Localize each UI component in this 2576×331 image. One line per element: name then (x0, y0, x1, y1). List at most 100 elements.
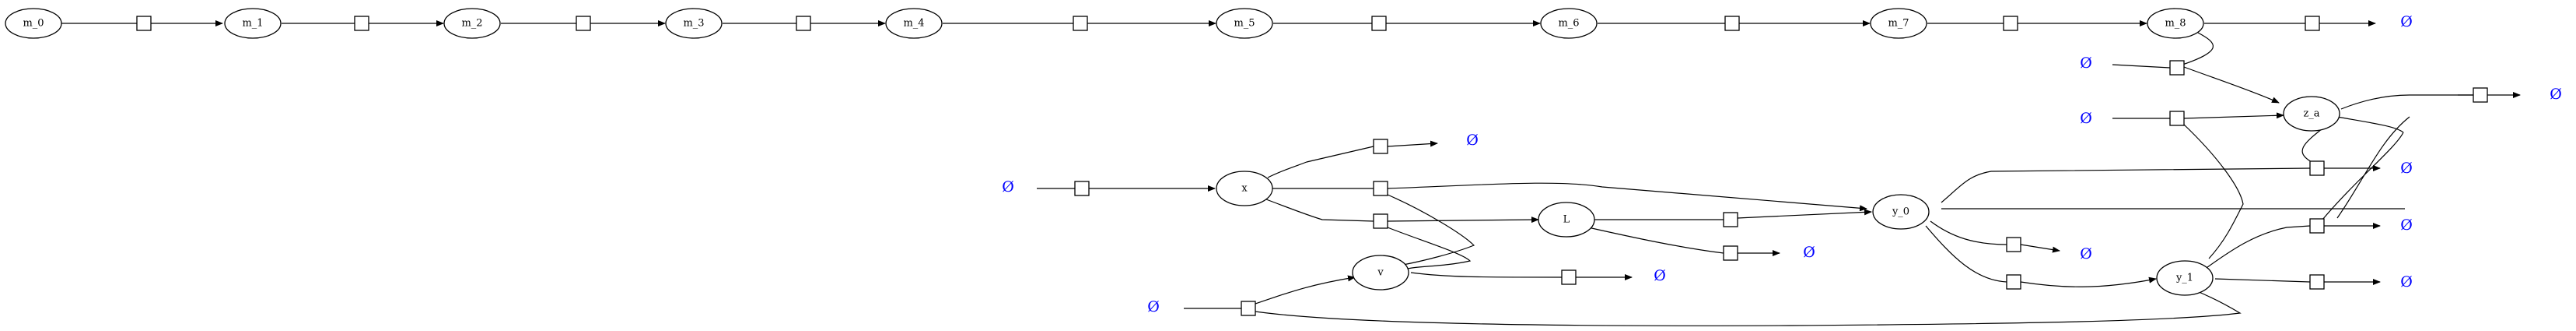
factor-box (1723, 212, 1738, 227)
empty-set-symbol: Ø (2080, 245, 2092, 262)
factor-box (1373, 181, 1388, 196)
edge-y0-to-factor-empty (1930, 220, 2007, 245)
factor-box (1371, 16, 1387, 31)
factor-box (1373, 139, 1388, 154)
node-label-m_0: m_0 (23, 18, 44, 30)
edge-y1-cross (2322, 132, 2404, 220)
factor-box (2169, 60, 2185, 76)
node-label-m_3: m_3 (683, 18, 704, 30)
empty-set-symbol: Ø (2550, 86, 2562, 103)
node-L[interactable]: L (1538, 202, 1595, 238)
node-label-L: L (1563, 214, 1570, 226)
factor-box (136, 16, 152, 31)
factor-box (1561, 269, 1577, 285)
edge-x-to-factor-empty (1267, 146, 1374, 178)
edge-v-to-factor-empty (1410, 272, 1563, 278)
edge-za-curve-c (2336, 116, 2410, 219)
empty-set-symbol: Ø (2080, 55, 2092, 72)
factor-box (2309, 218, 2325, 234)
factor-box (576, 16, 591, 31)
empty-set-symbol: Ø (2400, 160, 2413, 177)
node-label-m_7: m_7 (1888, 18, 1909, 30)
node-m_2[interactable]: m_2 (443, 8, 501, 39)
node-label-v: v (1377, 267, 1384, 279)
factor-boxes (136, 16, 2488, 316)
node-m_4[interactable]: m_4 (885, 8, 943, 39)
node-y_1[interactable]: y_1 (2156, 260, 2214, 296)
edge-za-to-factor-out (2340, 94, 2410, 110)
empty-set-symbol: Ø (2400, 217, 2413, 234)
node-label-m_8: m_8 (2165, 18, 2186, 30)
node-label-m_4: m_4 (903, 18, 924, 30)
edge-factor-L-to-y0 (1737, 209, 1872, 219)
edge-factor-v-to-y1-bottom (1255, 289, 2242, 326)
node-m_8[interactable]: m_8 (2147, 8, 2204, 39)
edge-factor-to-y1 (2020, 276, 2157, 287)
edge-factor-za2-to-za (2183, 112, 2284, 119)
edge-factor-to-L (1387, 217, 1539, 224)
edge-y1-to-factor-bottom (2214, 278, 2311, 283)
factor-box (354, 16, 369, 31)
edge-empty-to-factor-za1 (2112, 64, 2171, 69)
edge-factor-y0-to-empty (2020, 244, 2060, 253)
edge-factor-L-to-v-cross (1387, 227, 1472, 269)
factor-box (796, 16, 811, 31)
edge-factor-za1-to-za (2183, 66, 2280, 104)
empty-set-symbol: Ø (1654, 267, 1666, 284)
edge-m8-to-factor-za (2177, 32, 2214, 67)
node-m_3[interactable]: m_3 (665, 8, 723, 39)
node-label-m_6: m_6 (1558, 18, 1579, 30)
factor-box (2169, 111, 2185, 126)
node-label-x: x (1241, 183, 1248, 195)
node-label-y_0: y_0 (1892, 206, 1909, 218)
factor-box (1373, 213, 1388, 229)
factor-box (2003, 16, 2018, 31)
empty-set-symbol: Ø (2400, 273, 2413, 291)
node-m_5[interactable]: m_5 (1216, 8, 1273, 39)
empty-set-symbol: Ø (1803, 244, 1815, 261)
edge-y0-to-factor-top (1941, 167, 2311, 203)
edge-factor-to-v-cross (1387, 194, 1475, 266)
factor-box (1073, 16, 1088, 31)
empty-set-symbol: Ø (1002, 178, 1014, 195)
factor-box (1241, 301, 1256, 316)
factor-box (2305, 16, 2320, 31)
variable-nodes: m_0 m_1 m_2 m_3 m_4 m_5 m_6 m_7 (5, 8, 2340, 296)
empty-set-symbol: Ø (1147, 298, 1160, 315)
empty-set-symbol: Ø (2400, 13, 2413, 30)
node-x[interactable]: x (1216, 171, 1273, 206)
edge-factor-v-to-v (1255, 275, 1356, 305)
factor-box (1723, 245, 1738, 261)
edge-factor-to-y0 (1387, 182, 1867, 212)
edge-y0-to-factor-y1 (1925, 225, 2007, 283)
node-label-y_1: y_1 (2175, 273, 2193, 284)
node-z_a[interactable]: z_a (2283, 96, 2340, 132)
node-m_7[interactable]: m_7 (1870, 8, 1927, 39)
node-v[interactable]: v (1352, 255, 1409, 291)
factor-box (2309, 160, 2325, 176)
factor-box (2309, 274, 2325, 290)
node-m_0[interactable]: m_0 (5, 8, 62, 39)
edge-factor-za2-to-y1 (2183, 124, 2244, 259)
factor-box (2006, 237, 2021, 252)
edges (61, 20, 2521, 326)
edge-y1-to-factor-top (2203, 225, 2311, 270)
factor-box (2006, 274, 2021, 290)
factor-box (2473, 87, 2488, 103)
node-label-m_5: m_5 (1234, 18, 1255, 30)
edge-factor-to-empty-x (1387, 140, 1438, 147)
node-label-m_1: m_1 (242, 18, 263, 30)
edge-za-curve-a (2336, 116, 2404, 133)
factor-box (1074, 181, 1090, 196)
empty-set-symbol: Ø (2080, 110, 2092, 127)
node-y_0[interactable]: y_0 (1872, 194, 1930, 230)
node-label-z_a: z_a (2303, 108, 2319, 120)
edge-L-to-factor-empty (1587, 227, 1724, 254)
edge-za-curve-b (2301, 125, 2326, 163)
empty-set-symbol: Ø (1466, 132, 1479, 149)
node-m_1[interactable]: m_1 (224, 8, 282, 39)
edge-x-to-factor-L (1265, 199, 1374, 222)
node-m_6[interactable]: m_6 (1540, 8, 1598, 39)
node-label-m_2: m_2 (461, 18, 482, 30)
